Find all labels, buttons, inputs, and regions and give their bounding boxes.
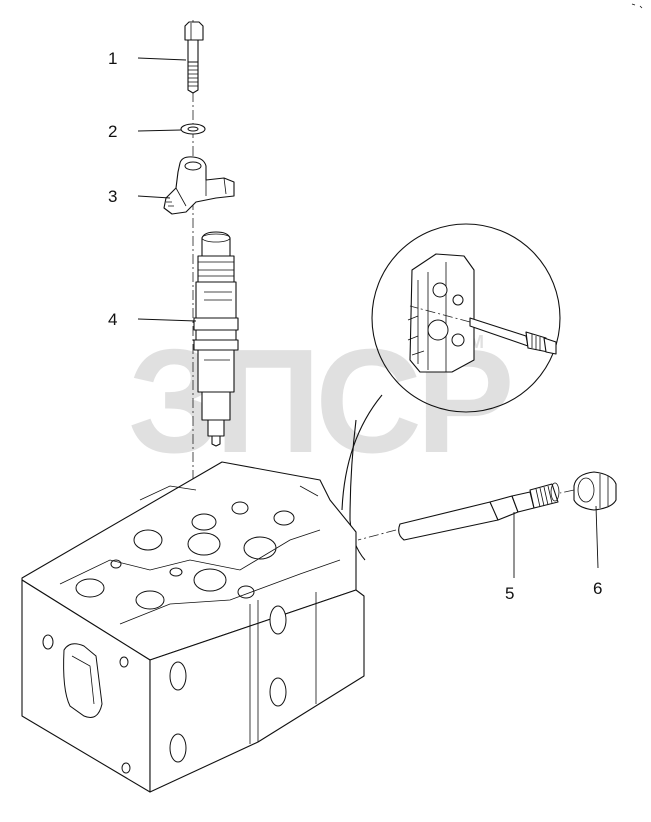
leader-2 xyxy=(137,129,182,132)
callout-4: 4 xyxy=(108,310,117,329)
detail-view xyxy=(341,223,561,561)
callout-1: 1 xyxy=(108,49,117,68)
cylinder-head-part xyxy=(21,461,365,793)
leader-3 xyxy=(137,195,171,199)
washer-part xyxy=(180,123,206,135)
leader-4 xyxy=(137,318,197,322)
callout-2: 2 xyxy=(108,122,117,141)
bolt-part xyxy=(184,21,204,94)
corner-mark xyxy=(631,3,643,9)
leader-6 xyxy=(595,505,599,569)
callout-6: 6 xyxy=(593,579,602,598)
leader-1 xyxy=(137,57,187,61)
nut-part xyxy=(573,471,617,511)
connector-part xyxy=(398,482,560,541)
clamp-part xyxy=(163,156,235,215)
injector-part xyxy=(193,231,239,447)
callout-5: 5 xyxy=(505,584,514,603)
callout-3: 3 xyxy=(108,187,117,206)
